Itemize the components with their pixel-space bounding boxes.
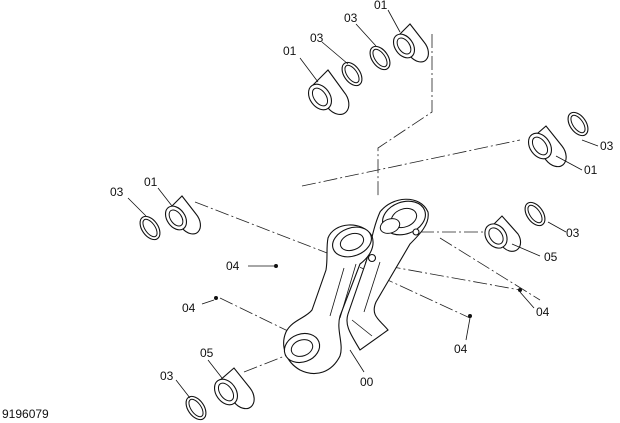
label-05-bottom: 05 <box>200 346 214 360</box>
label-03-right-middle: 03 <box>566 226 580 240</box>
seal-ring-left <box>139 215 161 241</box>
label-03-bottom: 03 <box>160 369 174 383</box>
grease-fittings <box>214 264 522 318</box>
label-04-bottom-right: 04 <box>454 342 468 356</box>
label-04-left-upper: 04 <box>226 259 240 273</box>
drawing-number: 9196079 <box>2 407 49 421</box>
bushing-bottom <box>213 367 255 410</box>
bushing-right-upper <box>527 125 567 168</box>
label-01-right-upper: 01 <box>584 163 598 177</box>
seal-ring-right-middle <box>524 201 546 227</box>
seal-ring-right-upper <box>567 111 589 137</box>
bushing-left <box>164 195 201 235</box>
label-05-right-middle: 05 <box>544 250 558 264</box>
bushing-top-right <box>392 23 429 63</box>
left-bushing-group <box>139 195 201 241</box>
seal-ring-top-left <box>341 61 363 87</box>
right-upper-bushing-group <box>527 111 589 168</box>
label-04-left-lower: 04 <box>182 301 196 315</box>
top-bushing-group <box>307 23 429 115</box>
label-03-right-upper: 03 <box>600 139 614 153</box>
bushing-top-left <box>307 69 350 115</box>
bushing-right-middle <box>484 215 522 252</box>
label-01-top-left: 01 <box>283 44 297 58</box>
label-00-link: 00 <box>360 375 374 389</box>
seal-ring-top-right <box>369 45 391 71</box>
label-01-top-right: 01 <box>374 0 388 12</box>
seal-ring-bottom <box>185 395 207 421</box>
right-middle-bushing-group <box>484 201 546 252</box>
label-03-top-left: 03 <box>310 31 324 45</box>
label-01-left: 01 <box>144 175 158 189</box>
main-link-body <box>283 198 429 374</box>
bottom-bushing-group <box>185 367 255 421</box>
label-03-left: 03 <box>110 185 124 199</box>
label-03-top-right: 03 <box>344 11 358 25</box>
leader-lines <box>127 9 599 399</box>
label-04-right: 04 <box>536 305 550 319</box>
